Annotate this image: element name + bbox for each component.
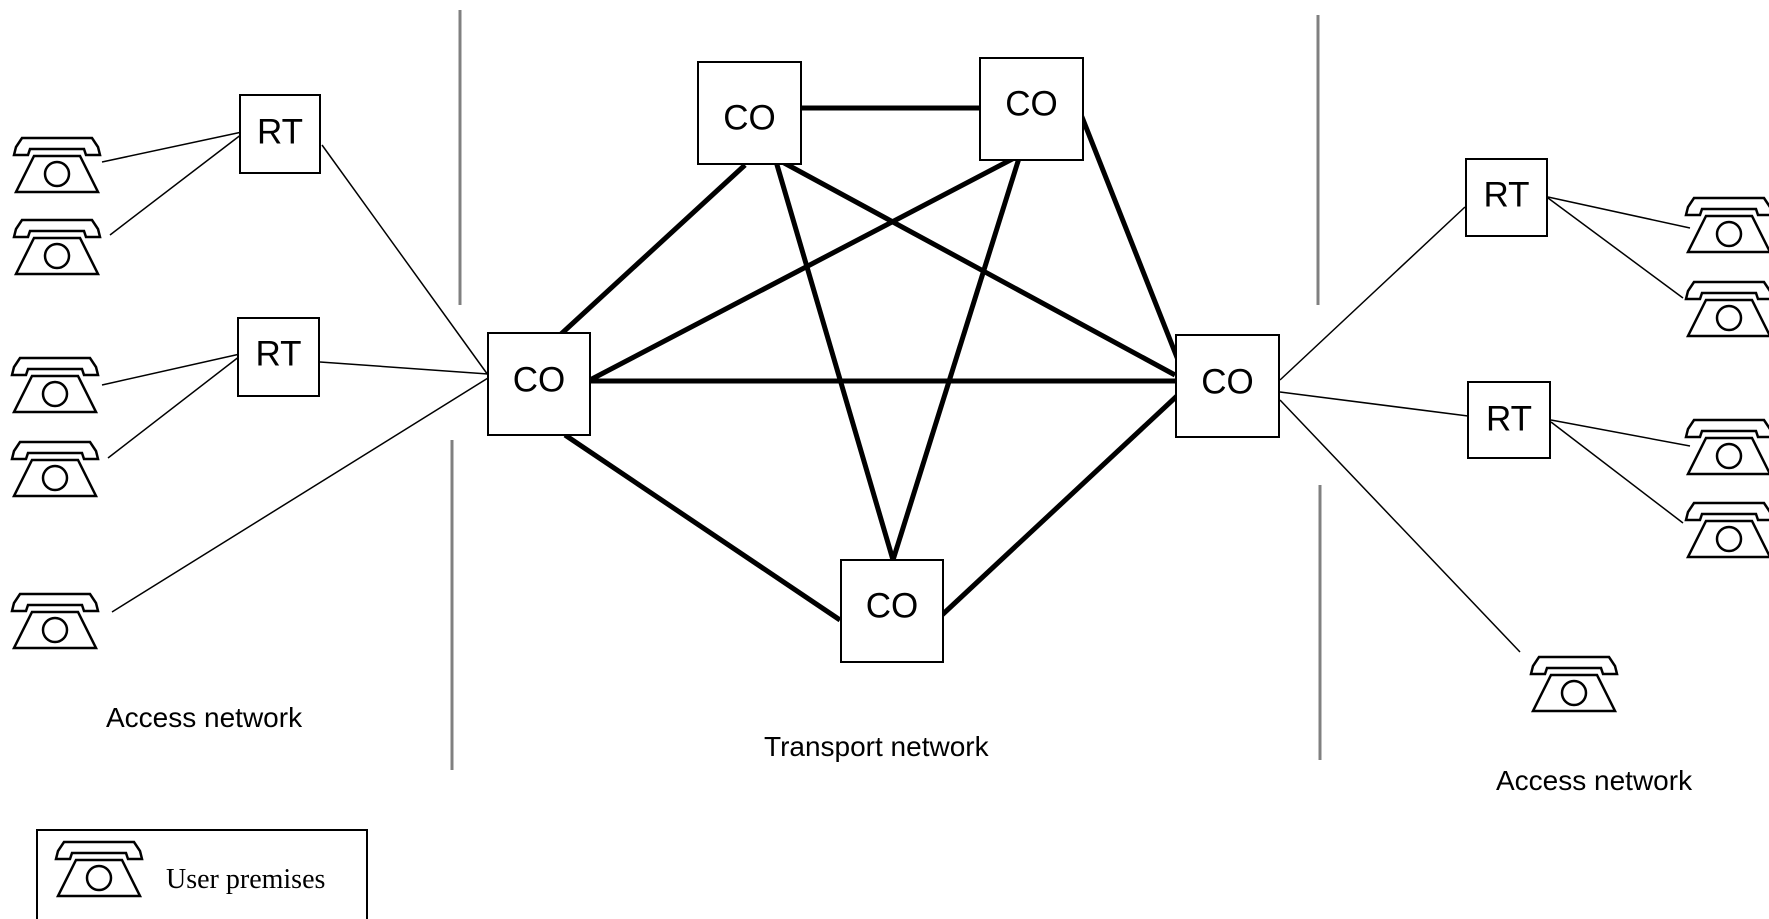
telephone-icon	[1684, 418, 1769, 476]
telephone-icon	[12, 136, 102, 194]
link-co-bottom-co-right	[940, 393, 1180, 617]
rt-left-top[interactable]: RT	[239, 94, 321, 174]
link-rt-left-top-co-left	[321, 144, 489, 376]
co-label: CO	[866, 586, 919, 625]
rt-label: RT	[255, 334, 301, 373]
link-co-tr-co-bottom	[890, 154, 1023, 561]
telephone-icon	[10, 592, 100, 650]
telephone-icon	[1529, 655, 1619, 713]
link-phone-rt-left-top	[101, 131, 243, 163]
link-co-left-co-bottom	[563, 432, 842, 623]
co-top-left[interactable]: CO	[697, 61, 802, 165]
link-co-tr-co-left	[588, 152, 1022, 383]
link-rt-right-top-phone-2	[1547, 197, 1684, 299]
legend: User premises	[36, 829, 368, 919]
rt-right-mid[interactable]: RT	[1467, 381, 1551, 459]
link-co-tl-co-left	[558, 163, 747, 337]
telephone-icon	[1684, 501, 1769, 559]
co-box	[979, 57, 1084, 161]
rt-right-top[interactable]: RT	[1465, 158, 1548, 237]
co-label: CO	[723, 98, 776, 137]
rt-label: RT	[1483, 175, 1529, 214]
co-top-right[interactable]: CO	[979, 57, 1084, 161]
access-links	[101, 131, 1691, 653]
region-dividers	[450, 10, 1322, 770]
rt-label: RT	[257, 112, 303, 151]
telephone-icon	[12, 218, 102, 276]
legend-label: User premises	[166, 864, 325, 895]
link-phone-co-left	[111, 377, 489, 613]
co-box	[697, 61, 802, 165]
telephone-icon	[10, 440, 100, 498]
co-label: CO	[513, 360, 566, 399]
rt-box	[237, 317, 320, 397]
left-access-label: Access network	[106, 702, 303, 733]
transport-label: Transport network	[764, 731, 990, 762]
co-box	[1175, 334, 1280, 438]
legend-box	[36, 829, 368, 919]
link-phone-rt-left-mid-2	[107, 355, 241, 459]
link-phone-rt-left-mid	[101, 353, 241, 386]
link-co-tl-co-right	[773, 155, 1177, 378]
rt-box	[239, 94, 321, 174]
co-right[interactable]: CO	[1175, 334, 1280, 438]
rt-label: RT	[1486, 399, 1532, 438]
telephone-icon	[1684, 196, 1769, 254]
telephone-icon	[10, 356, 100, 414]
link-rt-right-mid-phone-2	[1550, 421, 1684, 524]
link-phone-rt-left-top-2	[109, 133, 243, 236]
rt-left-mid[interactable]: RT	[237, 317, 320, 397]
co-box	[840, 559, 944, 663]
co-box	[487, 332, 591, 436]
co-label: CO	[1005, 84, 1058, 123]
right-access-label: Access network	[1496, 765, 1693, 796]
link-co-tl-co-bottom	[772, 157, 896, 561]
co-left[interactable]: CO	[487, 332, 591, 436]
link-co-tr-co-right	[1077, 111, 1183, 366]
telephone-icon	[1684, 280, 1769, 338]
link-co-right-rt-right-top	[1279, 206, 1466, 381]
link-rt-left-mid-co-left	[319, 361, 489, 375]
link-rt-right-top-phone	[1547, 196, 1691, 229]
transport-links	[558, 105, 1183, 623]
co-bottom[interactable]: CO	[840, 559, 944, 663]
rt-box	[1467, 381, 1551, 459]
link-co-right-rt-right-mid	[1279, 391, 1469, 417]
link-rt-right-mid-phone	[1550, 419, 1691, 447]
link-co-right-phone	[1279, 399, 1521, 653]
rt-box	[1465, 158, 1548, 237]
co-label: CO	[1201, 362, 1254, 401]
